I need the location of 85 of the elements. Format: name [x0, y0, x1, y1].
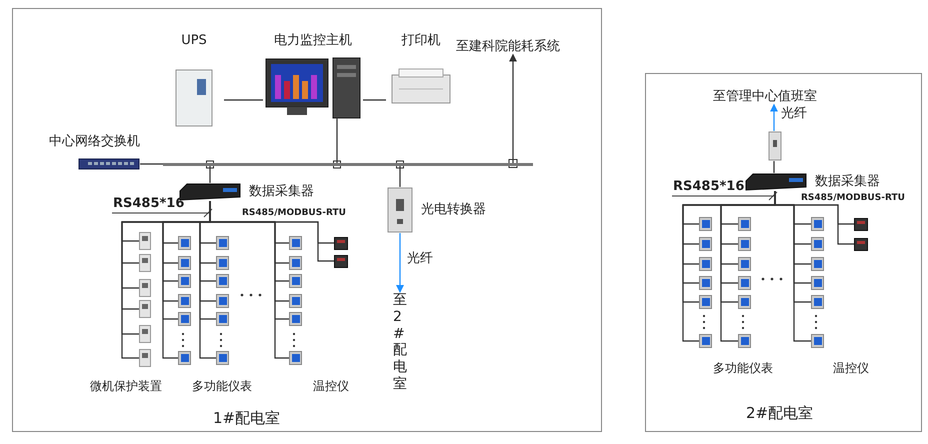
annotation-label: RS485*16: [673, 179, 744, 194]
meter-icon: [178, 351, 191, 365]
protection-relay-icon: [139, 349, 151, 367]
connector-line: [773, 161, 775, 173]
connector-line: [774, 191, 854, 245]
meter-icon: [216, 236, 229, 250]
arrow: [396, 233, 404, 293]
annotation-label: RS485*16: [113, 196, 184, 211]
destination-text: 至管理中心值班室: [713, 89, 817, 105]
meter-icon: [699, 217, 712, 231]
room-frame: [12, 8, 602, 432]
annotation-label: 微机保护装置: [90, 378, 162, 395]
meter-icon: [289, 312, 302, 326]
device-label: UPS: [181, 33, 207, 49]
meter-icon: [738, 257, 751, 271]
meter-icon: [699, 237, 712, 251]
edge-label: 光纤: [780, 104, 808, 122]
meter-icon: [738, 217, 751, 231]
meter-icon: [178, 274, 191, 288]
device-label: 中心网络交换机: [49, 134, 140, 150]
meter-icon: [289, 236, 302, 250]
meter-icon: [216, 351, 229, 365]
meter-icon: [811, 237, 824, 251]
meter-icon: [289, 274, 302, 288]
connector-line: [363, 99, 386, 101]
meter-icon: [811, 295, 824, 309]
meter-icon: [289, 351, 302, 365]
meter-icon: [216, 256, 229, 270]
device-label: 光电转换器: [421, 202, 486, 218]
meter-icon: [289, 256, 302, 270]
annotation-label: RS485/MODBUS-RTU: [801, 193, 905, 203]
device-label: 数据采集器: [249, 184, 314, 200]
destination-text: 至建科院能耗系统: [456, 39, 560, 55]
meter-icon: [216, 274, 229, 288]
device-label: 打印机: [402, 33, 440, 49]
meter-icon: [811, 276, 824, 290]
connector-line: [224, 99, 263, 101]
meter-icon: [699, 257, 712, 271]
meter-icon: [699, 276, 712, 290]
protection-relay-icon: [139, 279, 151, 297]
meter-icon: [811, 334, 824, 348]
meter-icon: [811, 217, 824, 231]
arrow: [509, 54, 517, 163]
annotation-label: 温控仪: [313, 378, 349, 395]
protection-relay-icon: [139, 325, 151, 343]
connector-line: [140, 163, 163, 165]
device-label: 电力监控主机: [274, 33, 352, 49]
annotation-label: 多功能仪表: [713, 360, 773, 377]
meter-icon: [178, 236, 191, 250]
room-title: 2#配电室: [746, 404, 814, 423]
meter-icon: [178, 312, 191, 326]
temperature-controller-icon: [854, 238, 868, 250]
connector-line: [206, 160, 214, 183]
room-frame: [645, 73, 922, 432]
converter-icon: [768, 131, 782, 161]
meter-icon: [738, 334, 751, 348]
meter-icon: [738, 276, 751, 290]
meter-icon: [811, 257, 824, 271]
meter-icon: [738, 295, 751, 309]
annotation-label: 多功能仪表: [192, 378, 252, 395]
meter-icon: [699, 295, 712, 309]
meter-icon: [178, 294, 191, 308]
annotation-label: 温控仪: [833, 360, 869, 377]
protection-relay-icon: [139, 300, 151, 318]
connector-line: [396, 160, 404, 187]
edge-label: 光纤: [406, 248, 434, 266]
connector-line: [209, 201, 334, 262]
room-title: 1#配电室: [213, 409, 280, 428]
device-label: 数据采集器: [815, 174, 880, 190]
meter-icon: [216, 294, 229, 308]
network-bus-line: [163, 163, 533, 166]
arrow: [770, 104, 778, 131]
meter-icon: [178, 256, 191, 270]
temperature-controller-icon: [854, 218, 868, 230]
meter-icon: [289, 294, 302, 308]
temperature-controller-icon: [334, 236, 348, 250]
connector-line: [333, 118, 341, 168]
meter-icon: [738, 237, 751, 251]
temperature-controller-icon: [334, 254, 348, 268]
annotation-label: RS485/MODBUS-RTU: [242, 208, 346, 218]
protection-relay-icon: [139, 232, 151, 250]
meter-icon: [699, 334, 712, 348]
protection-relay-icon: [139, 254, 151, 272]
destination-text: 至2#配电室: [393, 292, 411, 393]
meter-icon: [216, 312, 229, 326]
